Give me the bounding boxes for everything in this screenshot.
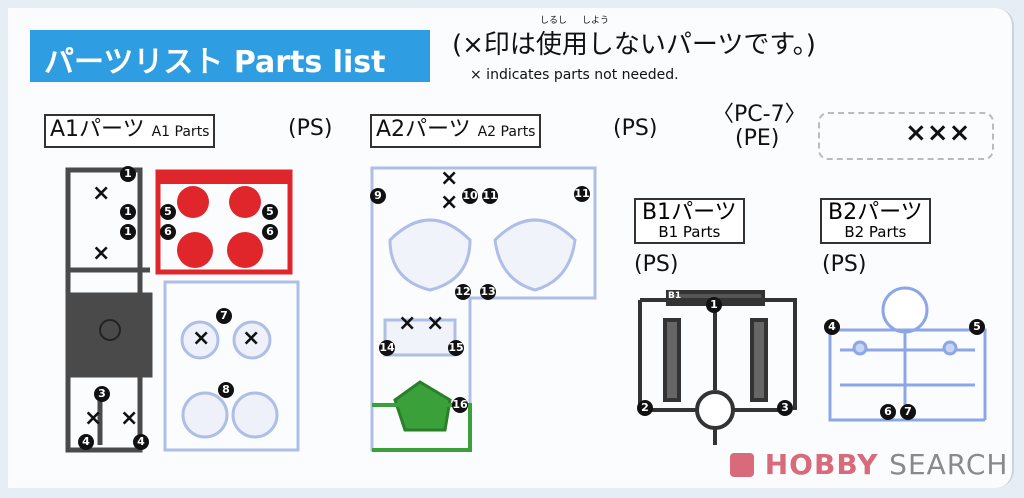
part-number-marker: 10 [462,188,478,204]
b1-material: (PS) [634,252,679,277]
part-number-marker: 14 [379,340,395,356]
a1-label: A1パーツ A1 Parts [44,114,216,148]
a1-light-sprue [163,280,300,452]
part-number-marker: 5 [969,319,985,335]
part-number-marker: 12 [455,284,471,300]
note-jp: (×印は使用しないパーツです。) [452,30,816,60]
cross-mark: × [398,311,417,336]
a2-sprue [370,166,597,452]
cross-mark: × [440,190,459,215]
part-number-marker: 1 [120,204,136,220]
part-number-marker: 6 [880,404,896,420]
part-number-marker: 2 [637,400,653,416]
b1-sprue [638,290,797,445]
cross-mark: × [440,166,459,191]
watermark: HOBBY SEARCH [730,448,1008,481]
pc-material: (PE) [735,126,780,151]
part-number-marker: 11 [574,186,590,202]
note-en: × indicates parts not needed. [470,67,679,83]
part-number-marker: 4 [824,319,840,335]
a2-label: A2パーツ A2 Parts [370,114,542,148]
cross-mark: × [426,311,445,336]
part-number-marker: 7 [216,308,232,324]
part-number-marker: 11 [482,188,498,204]
pc-cross-marks: ××× [905,118,971,148]
ruby-text: しるし [540,16,568,26]
part-number-marker: 6 [262,224,278,240]
cross-mark: × [192,326,211,351]
cross-mark: × [120,406,139,431]
part-number-marker: 16 [452,397,468,413]
a1-material: (PS) [288,116,333,141]
cross-mark: × [92,181,111,206]
cross-mark: × [84,406,103,431]
part-number-marker: 15 [448,340,464,356]
a2-material: (PS) [613,116,658,141]
part-number-marker: 4 [133,434,149,450]
part-number-marker: 13 [480,284,496,300]
part-number-marker: 6 [160,224,176,240]
b1-tag: B1 [668,291,682,301]
part-number-marker: 7 [900,404,916,420]
a1-dark-sprue [65,167,153,453]
part-number-marker: 3 [94,386,110,402]
pc-label: 〈PC-7〉 [712,102,807,127]
title-band: パーツリスト Parts list [30,30,430,82]
part-number-marker: 5 [262,204,278,220]
part-number-marker: 1 [706,297,722,313]
cross-mark: × [92,241,111,266]
part-number-marker: 5 [160,204,176,220]
part-number-marker: 9 [370,188,386,204]
b2-material: (PS) [822,252,867,277]
cross-mark: × [242,326,261,351]
pc-part-outline [818,112,994,160]
part-number-marker: 8 [218,382,234,398]
page-title: パーツリスト Parts list [44,45,386,80]
watermark-brand: HOBBY [764,448,879,481]
ruby-text: しよう [582,16,610,26]
watermark-brand-2: SEARCH [889,448,1009,481]
b2-sprue [828,286,987,422]
part-number-marker: 4 [78,434,94,450]
a1-red-sprue [155,169,293,275]
part-number-marker: 1 [120,224,136,240]
part-number-marker: 3 [777,400,793,416]
part-number-marker: 1 [120,166,136,182]
watermark-logo-icon [730,453,754,477]
